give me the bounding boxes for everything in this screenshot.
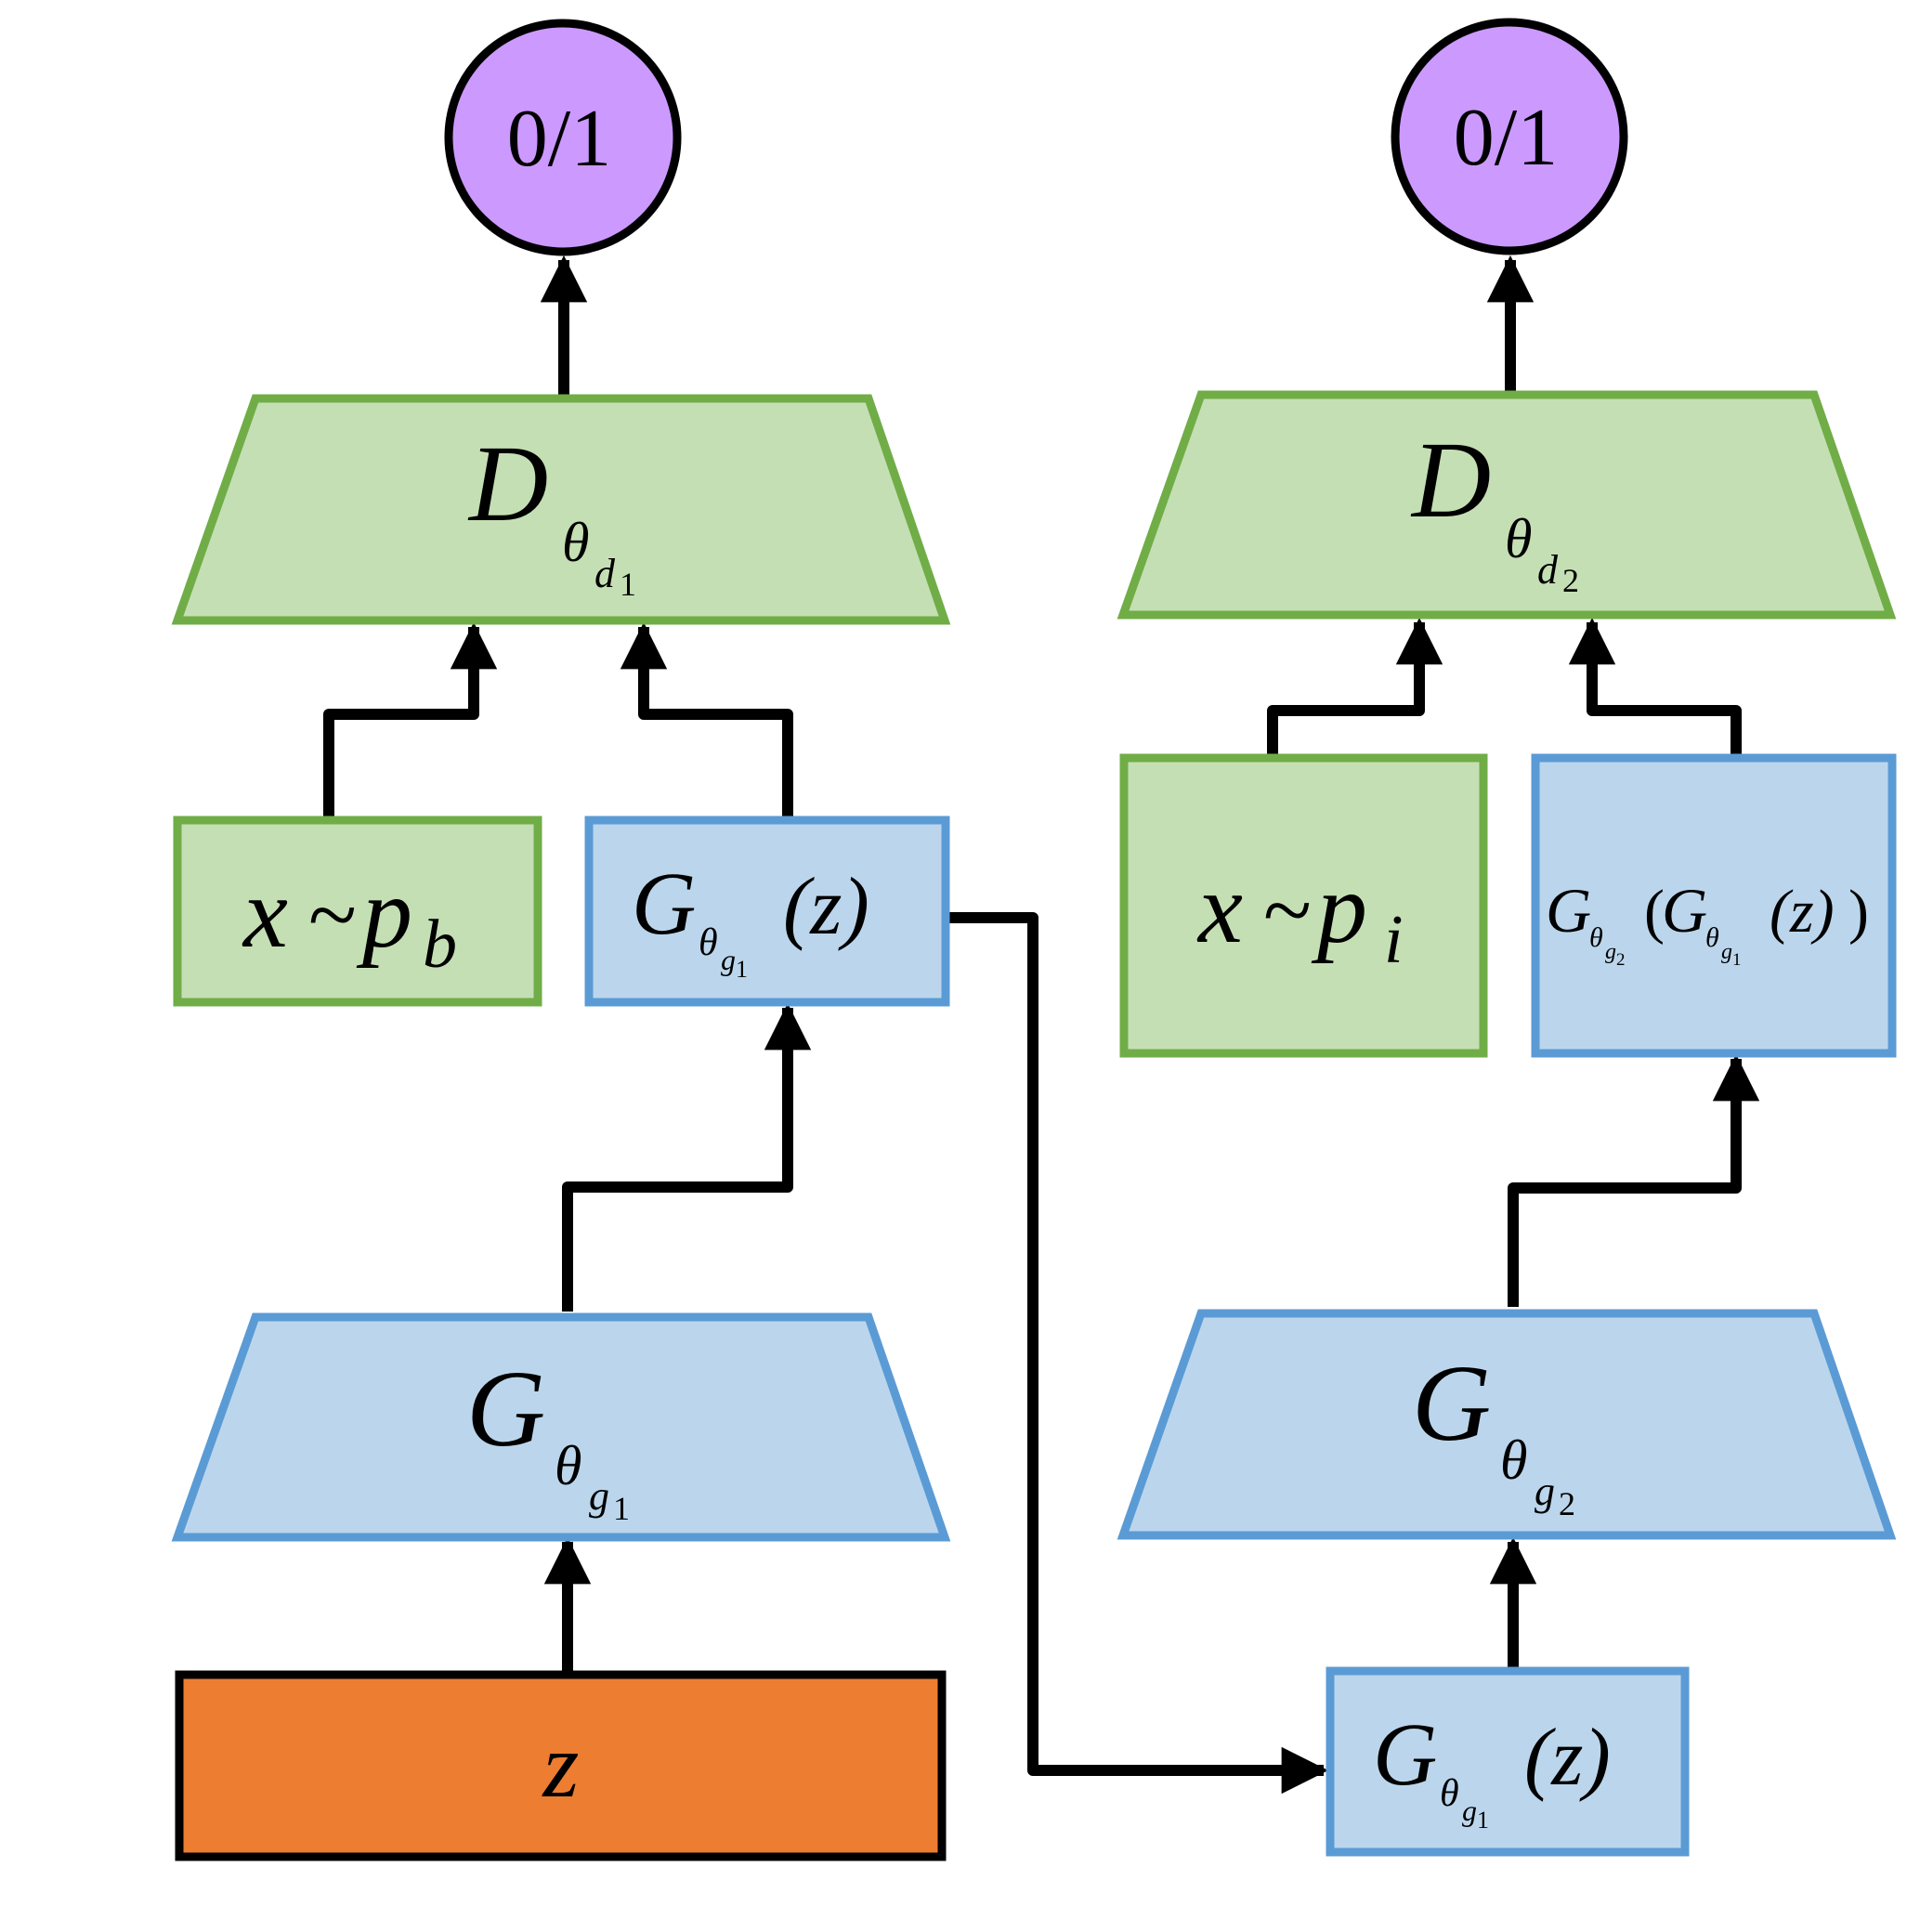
decision-label: 0/1	[507, 94, 611, 184]
svg-text:d: d	[594, 551, 616, 596]
arrow-real-b-to-discriminator-1	[323, 621, 498, 816]
svg-text:θ: θ	[555, 1435, 581, 1496]
generator-2-symbol: G	[1412, 1342, 1491, 1464]
svg-text:i: i	[1384, 902, 1404, 978]
svg-text:x: x	[1196, 854, 1243, 964]
real-sample-b: x ~ p b	[173, 816, 542, 1007]
svg-text:1: 1	[736, 956, 748, 983]
svg-text:θ: θ	[1589, 922, 1603, 953]
svg-text:θ: θ	[1500, 1429, 1527, 1491]
svg-text:d: d	[1537, 547, 1559, 593]
svg-text:g: g	[589, 1473, 609, 1519]
generator-1-output: G θ g 1 (z)	[584, 816, 950, 1007]
noise-input: z	[175, 1670, 947, 1861]
svg-text:θ: θ	[1440, 1772, 1459, 1815]
generator-2-output: G θ g 2 ( G θ g 1 (z) )	[1531, 753, 1897, 1058]
svg-text:(z): (z)	[1770, 878, 1835, 946]
svg-text:g: g	[1721, 940, 1732, 964]
svg-text:b: b	[423, 907, 457, 983]
arrow-gen-output-to-discriminator-1	[620, 621, 793, 816]
arrow-generator-2-to-output	[1508, 1053, 1760, 1307]
svg-text:~: ~	[308, 865, 357, 964]
svg-text:1: 1	[620, 566, 636, 603]
arrow-generator-1-to-output	[562, 1002, 812, 1312]
decision-label: 0/1	[1454, 93, 1558, 183]
arrow-real-i-to-discriminator-2	[1267, 617, 1443, 754]
svg-text:~: ~	[1263, 860, 1312, 959]
svg-text:(z): (z)	[1524, 1713, 1611, 1803]
svg-text:G: G	[1662, 875, 1707, 946]
svg-text:1: 1	[1477, 1807, 1489, 1834]
svg-text:1: 1	[1732, 950, 1742, 970]
svg-text:G: G	[1546, 875, 1591, 946]
svg-text:2: 2	[1559, 1485, 1575, 1522]
arrow-gen-output-to-stage-2-input	[946, 912, 1329, 1795]
svg-text:θ: θ	[699, 921, 718, 964]
svg-text:): )	[1848, 878, 1869, 946]
svg-text:θ: θ	[1505, 508, 1532, 569]
generator-1: G θ g 1	[171, 1312, 951, 1542]
svg-text:θ: θ	[562, 512, 589, 573]
svg-text:g: g	[1535, 1469, 1555, 1514]
generator-1-symbol: G	[466, 1348, 545, 1469]
svg-text:g: g	[1462, 1794, 1477, 1827]
connectors	[323, 255, 1760, 1795]
discriminator-2: D θ d 2	[1117, 390, 1897, 620]
svg-text:2: 2	[1562, 562, 1579, 599]
svg-text:G: G	[632, 854, 696, 953]
svg-text:θ: θ	[1705, 922, 1719, 953]
stage-2-input: G θ g 1 (z)	[1326, 1666, 1690, 1857]
svg-text:(: (	[1644, 878, 1665, 946]
svg-text:g: g	[1605, 940, 1616, 964]
discriminator-1: D θ d 1	[171, 394, 951, 625]
svg-text:p: p	[1311, 854, 1367, 964]
decision-node-1: 0/1	[444, 19, 682, 256]
arrow-gen-output-2-to-discriminator-2	[1568, 617, 1742, 754]
svg-text:g: g	[721, 943, 736, 976]
discriminator-1-symbol: D	[467, 423, 548, 544]
svg-text:1: 1	[613, 1490, 630, 1527]
svg-text:p: p	[356, 858, 412, 969]
svg-text:x: x	[242, 858, 288, 969]
svg-text:2: 2	[1616, 950, 1626, 970]
svg-text:(z): (z)	[783, 862, 869, 952]
svg-text:G: G	[1373, 1704, 1437, 1804]
discriminator-2-symbol: D	[1410, 419, 1491, 541]
noise-label: z	[542, 1714, 580, 1817]
generator-2: G θ g 2	[1117, 1309, 1897, 1540]
real-sample-i: x ~ p i	[1119, 753, 1488, 1058]
decision-node-2: 0/1	[1391, 18, 1628, 255]
